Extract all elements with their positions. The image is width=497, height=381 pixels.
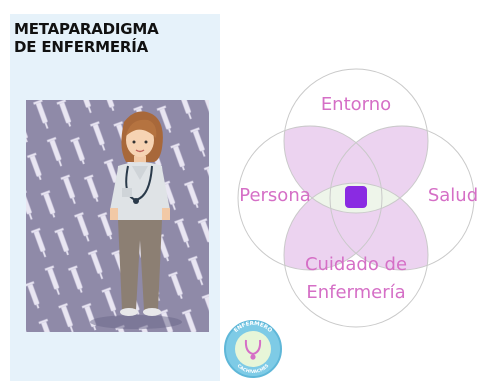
nurse-figure bbox=[90, 111, 182, 329]
enfermero-cachivaches-logo: ENFERMERO CACHIVACHES bbox=[224, 320, 282, 378]
page-title: METAPARADIGMA DE ENFERMERÍA bbox=[14, 20, 214, 56]
circle-salud bbox=[329, 125, 475, 271]
nurse-illustration bbox=[26, 100, 209, 332]
circle-entorno bbox=[283, 68, 429, 214]
label-salud: Salud bbox=[428, 185, 478, 206]
title-line-1: METAPARADIGMA bbox=[14, 20, 159, 38]
label-entorno: Entorno bbox=[321, 94, 391, 115]
label-persona: Persona bbox=[239, 185, 311, 206]
center-intersection bbox=[345, 186, 367, 208]
label-cuidado-line1: Cuidado de bbox=[305, 254, 407, 275]
circle-persona bbox=[237, 125, 383, 271]
label-cuidado-line2: Enfermería bbox=[306, 282, 405, 303]
stethoscope-icon bbox=[244, 339, 262, 356]
title-line-2: DE ENFERMERÍA bbox=[14, 38, 149, 56]
circle-cuidado bbox=[283, 182, 429, 328]
metaparadigm-venn-diagram: Entorno Persona Salud Cuidado de Enferme… bbox=[237, 68, 478, 328]
